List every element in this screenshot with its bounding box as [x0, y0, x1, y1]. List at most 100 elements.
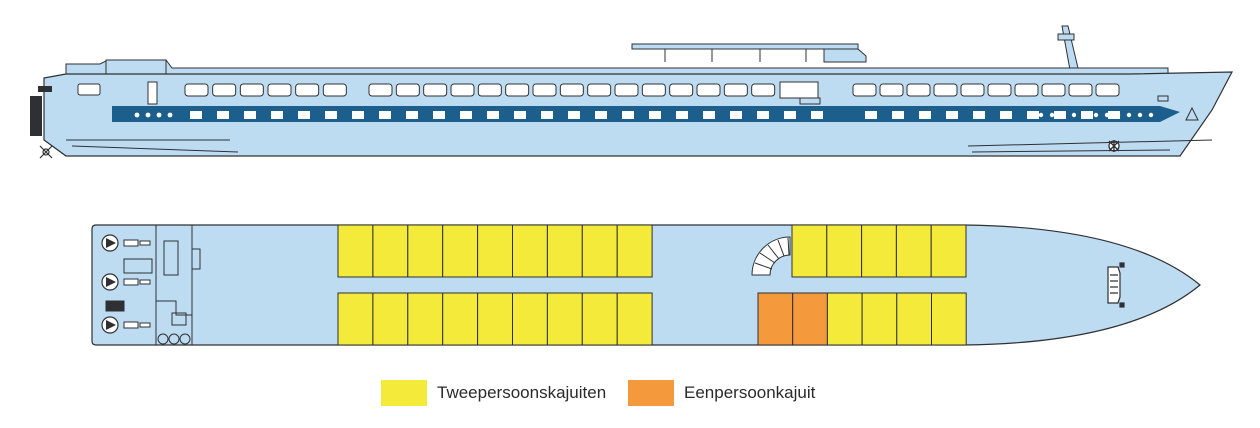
mast: [1057, 25, 1079, 71]
porthole: [1104, 112, 1110, 118]
hull-window: [1027, 111, 1039, 119]
porthole: [1148, 112, 1154, 118]
window: [532, 83, 557, 97]
hull-window: [541, 111, 553, 119]
porthole: [1115, 112, 1121, 118]
hull-window: [595, 111, 607, 119]
porthole: [134, 112, 140, 118]
porthole: [1126, 112, 1132, 118]
double-cabin: [616, 292, 653, 346]
double-cabin: [477, 292, 514, 346]
anchor-icon: [1108, 140, 1120, 152]
stern: [30, 86, 52, 136]
window: [368, 83, 393, 97]
window: [960, 83, 985, 97]
deck-plan: [91, 224, 1201, 346]
double-cabin: [372, 292, 409, 346]
bow-markings: [1157, 95, 1199, 121]
window: [987, 83, 1012, 97]
window: [505, 83, 530, 97]
double-cabin: [826, 292, 863, 346]
double-cabin: [896, 292, 932, 346]
window: [1041, 83, 1066, 97]
legend-swatch-double: [381, 380, 427, 406]
window: [641, 83, 666, 97]
porthole: [1071, 112, 1077, 118]
double-cabin: [442, 292, 479, 346]
propeller-icon: [101, 273, 151, 291]
porthole: [1137, 112, 1143, 118]
bridge-windows: [779, 81, 821, 105]
hull-window: [352, 111, 364, 119]
hull-window: [298, 111, 310, 119]
window: [423, 83, 448, 97]
hull-window: [892, 111, 904, 119]
porthole: [1082, 112, 1088, 118]
hull-window: [190, 111, 202, 119]
propeller-icon: [101, 316, 151, 334]
porthole: [145, 112, 151, 118]
window: [751, 83, 776, 97]
window: [933, 83, 958, 97]
double-cabin: [581, 292, 618, 346]
double-cabin: [546, 224, 583, 278]
double-cabin: [826, 224, 863, 278]
hull-window: [487, 111, 499, 119]
hull-window: [460, 111, 472, 119]
double-cabin: [861, 292, 898, 346]
double-cabin: [512, 292, 548, 346]
hull-window: [379, 111, 391, 119]
hull-window: [973, 111, 985, 119]
double-cabin: [477, 224, 514, 278]
porthole: [1093, 112, 1099, 118]
double-cabin: [512, 224, 548, 278]
upper-deck-windows: [184, 83, 1120, 97]
window: [614, 83, 639, 97]
hull-window: [784, 111, 796, 119]
window: [559, 83, 584, 97]
hull-window: [622, 111, 634, 119]
hull-window: [433, 111, 445, 119]
double-cabin: [861, 224, 897, 278]
window: [267, 83, 292, 97]
hull-window: [946, 111, 958, 119]
legend-double: Tweepersoonskajuiten: [381, 380, 606, 406]
double-cabin: [930, 224, 967, 278]
porthole: [1027, 112, 1033, 118]
window: [184, 83, 209, 97]
hull-lines: [43, 139, 1213, 157]
hull-window: [865, 111, 877, 119]
window: [239, 83, 264, 97]
window: [1095, 83, 1120, 97]
double-cabin: [337, 224, 374, 278]
window: [852, 83, 877, 97]
hull-window: [514, 111, 526, 119]
double-cabin: [372, 224, 409, 278]
hull-window: [325, 111, 337, 119]
propeller-icon: [101, 234, 151, 252]
window: [477, 83, 502, 97]
window: [879, 83, 904, 97]
porthole: [1049, 112, 1055, 118]
hull-window: [271, 111, 283, 119]
double-cabin: [337, 292, 374, 346]
window: [1014, 83, 1039, 97]
window: [587, 83, 612, 97]
hull-window: [676, 111, 688, 119]
hull-window: [1054, 111, 1066, 119]
ship-side-profile: [30, 25, 1234, 159]
staircase-icon: [751, 236, 791, 276]
single-cabin: [757, 292, 794, 346]
double-cabin: [791, 224, 828, 278]
double-cabin: [407, 224, 444, 278]
hull-window: [217, 111, 229, 119]
double-cabin: [895, 224, 932, 278]
double-cabin: [546, 292, 583, 346]
double-cabin: [616, 224, 653, 278]
window: [906, 83, 931, 97]
propeller-icon: [39, 145, 53, 159]
window: [669, 83, 694, 97]
porthole: [167, 112, 173, 118]
sun-deck-canopy: [631, 43, 867, 63]
window: [322, 83, 347, 97]
